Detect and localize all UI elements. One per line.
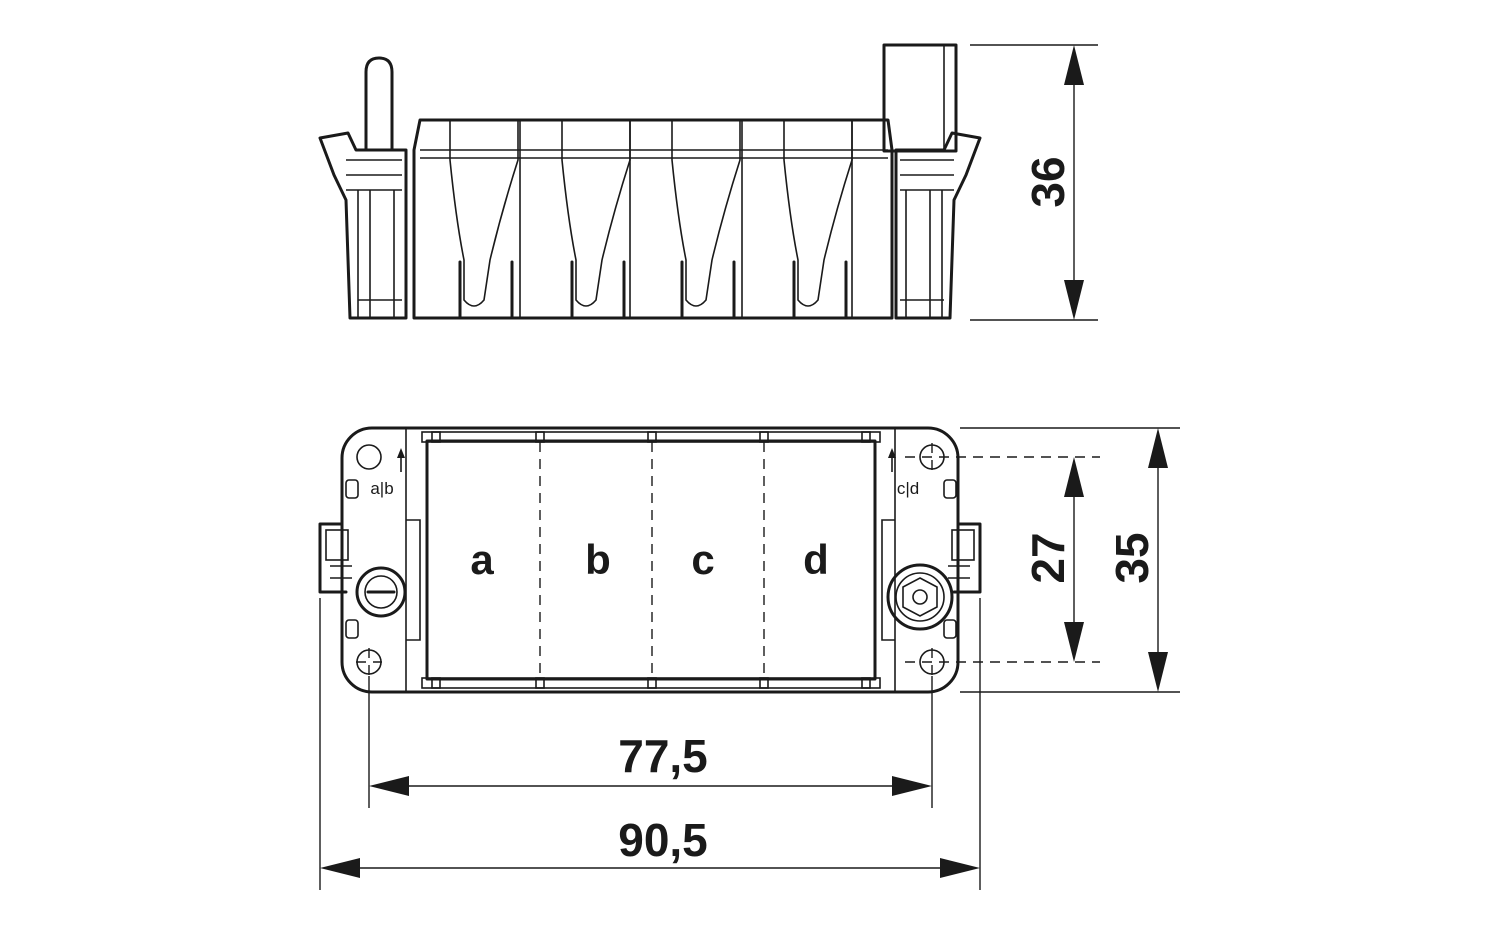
rail-tick <box>535 677 545 689</box>
screw <box>355 566 407 618</box>
rail-tick <box>431 677 441 689</box>
slot-label-b: b <box>585 536 611 583</box>
dim-inner-height-label: 27 <box>1022 532 1074 583</box>
carrier-slot <box>671 120 741 307</box>
dim-height-side: 36 <box>970 44 1098 321</box>
dim-inner-height: 27 <box>1022 457 1084 662</box>
left-latch-top <box>318 522 348 594</box>
carrier-foot <box>570 260 626 320</box>
carrier-foot <box>458 260 514 320</box>
marking-left: a|b <box>370 479 393 498</box>
left-latch <box>318 131 408 320</box>
right-latch-top <box>952 522 982 594</box>
dim-outer-height-label: 35 <box>1106 532 1158 583</box>
coding-block <box>882 43 958 153</box>
rail-tick <box>759 677 769 689</box>
dim-height-side-label: 36 <box>1022 156 1074 207</box>
top-view: a b c d a|b c|d <box>318 426 1100 694</box>
dim-inner-width-label: 77,5 <box>618 730 708 782</box>
contact-fingers <box>449 120 853 320</box>
dim-outer-width-label: 90,5 <box>618 814 708 866</box>
dim-inner-width: 77,5 <box>368 676 933 808</box>
marking-right: c|d <box>897 479 919 498</box>
side-view <box>318 43 982 320</box>
carrier-slot <box>783 120 853 307</box>
carrier-slot <box>561 120 631 307</box>
dim-outer-width: 90,5 <box>319 598 981 890</box>
rail-tick <box>861 677 871 689</box>
right-latch <box>894 131 982 320</box>
slot-label-c: c <box>691 536 714 583</box>
inner-opening <box>425 439 877 681</box>
outer-frame <box>340 426 960 694</box>
rail-tick <box>861 431 871 443</box>
carrier-foot <box>680 260 736 320</box>
carrier-foot <box>792 260 848 320</box>
slot-label-d: d <box>803 536 829 583</box>
mounting-hole <box>356 444 382 470</box>
frame-body <box>412 118 894 320</box>
rail-tick <box>647 677 657 689</box>
rail-tick <box>431 431 441 443</box>
slot-label-a: a <box>470 536 494 583</box>
carrier-slot <box>449 120 519 307</box>
guide-pin-top <box>886 563 954 631</box>
guide-pin <box>364 56 394 152</box>
dim-outer-height: 35 <box>960 427 1180 693</box>
